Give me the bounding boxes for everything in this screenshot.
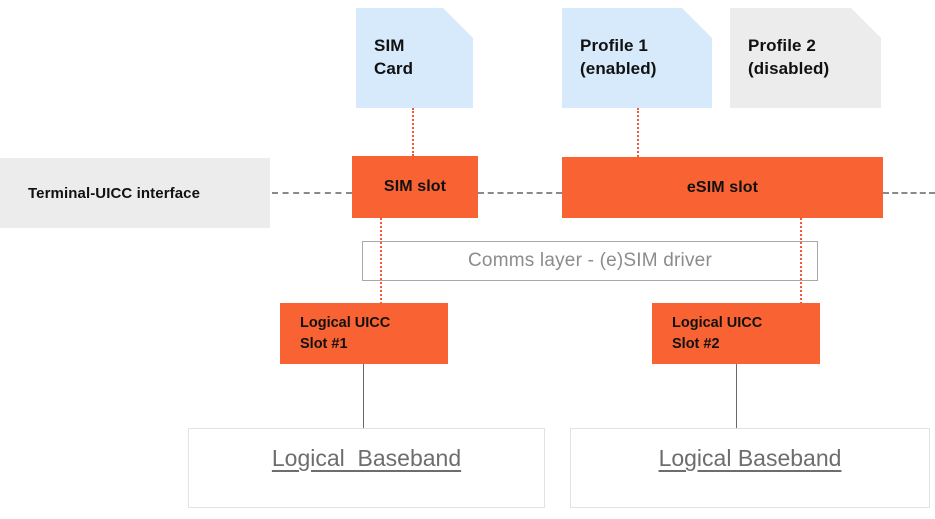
- logical-baseband-1: Logical Baseband: [188, 428, 545, 508]
- profile-1-card: Profile 1 (enabled): [562, 8, 712, 108]
- logical-uicc-slot-2-label: Logical UICC Slot #2: [672, 315, 763, 352]
- connector-sim-slot-to-logical-uicc-1: [380, 218, 382, 304]
- comms-layer-label: Comms layer - (e)SIM driver: [468, 250, 712, 271]
- logical-baseband-1-label: Logical Baseband: [271, 445, 462, 471]
- bus-sim-slot-to-esim-slot: [478, 192, 562, 194]
- logical-baseband-2: Logical Baseband: [570, 428, 930, 508]
- sim-slot: SIM slot: [352, 156, 478, 218]
- logical-uicc-slot-1: Logical UICC Slot #1: [280, 303, 448, 364]
- sim-card: SIM Card: [356, 8, 473, 108]
- logical-uicc-slot-1-label: Logical UICC Slot #1: [300, 315, 391, 352]
- terminal-uicc-interface: Terminal-UICC interface: [0, 158, 270, 228]
- esim-slot: eSIM slot: [562, 157, 883, 218]
- sim-slot-label: SIM slot: [383, 178, 447, 195]
- sim-card-label: SIM Card: [374, 36, 414, 78]
- profile-2-label: Profile 2 (disabled): [748, 36, 830, 78]
- terminal-uicc-interface-label: Terminal-UICC interface: [28, 184, 201, 202]
- connector-profile-1-to-esim-slot: [637, 108, 639, 157]
- connector-esim-slot-to-logical-uicc-2: [800, 218, 802, 304]
- logical-uicc-slot-2: Logical UICC Slot #2: [652, 303, 820, 364]
- connector-logical-uicc-2-to-baseband-2: [736, 364, 737, 428]
- connector-sim-card-to-sim-slot: [412, 108, 414, 156]
- bus-esim-slot-right: [883, 192, 935, 194]
- profile-1-label: Profile 1 (enabled): [580, 36, 657, 78]
- comms-layer-box: Comms layer - (e)SIM driver: [362, 241, 818, 281]
- logical-baseband-2-label: Logical Baseband: [658, 445, 842, 471]
- esim-slot-label: eSIM slot: [686, 178, 759, 196]
- profile-2-card: Profile 2 (disabled): [730, 8, 881, 108]
- connector-logical-uicc-1-to-baseband-1: [363, 364, 364, 428]
- bus-interface-to-sim-slot: [272, 192, 352, 194]
